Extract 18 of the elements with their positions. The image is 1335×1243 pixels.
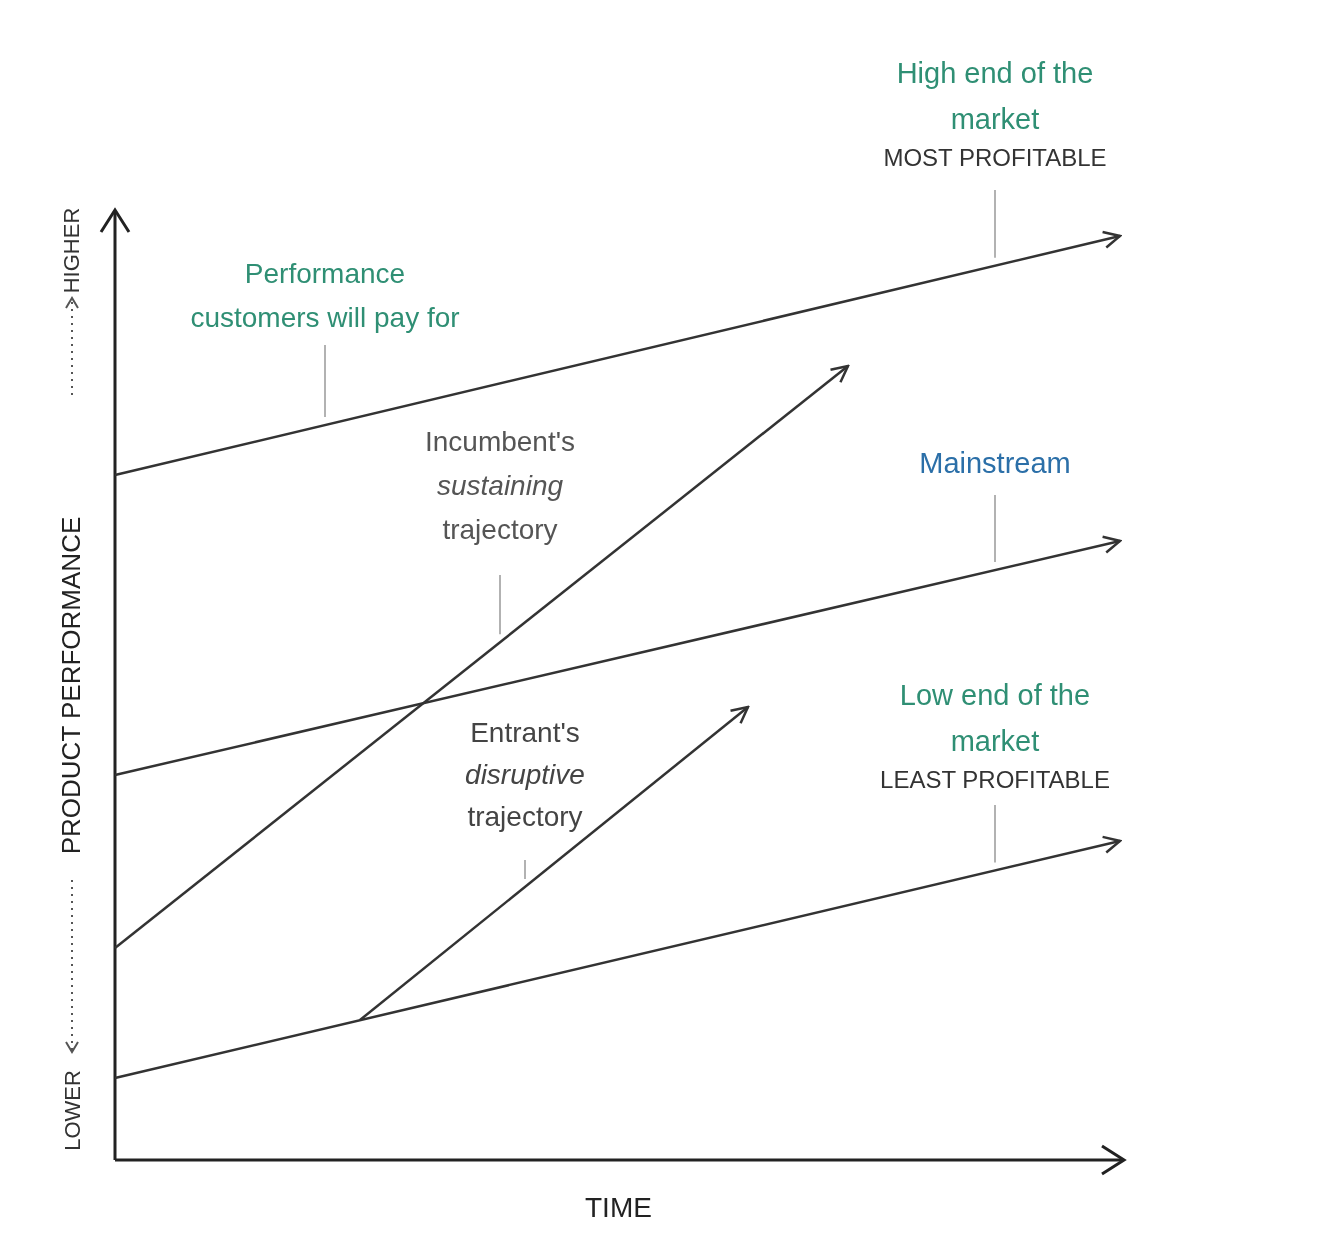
callout-label: Low end of the market [898,678,1092,759]
callout-label: Incumbent's sustaining trajectory [423,425,577,547]
axis-end-label: LOWER [58,1069,86,1151]
leader-line [499,574,501,636]
leader-line [994,804,996,864]
callout-label: Entrant's disruptive trajectory [464,716,586,834]
leader-line [994,494,996,563]
axis-label: TIME [585,1191,652,1225]
axis-end-label: HIGHER [58,207,86,293]
callout-note: MOST PROFITABLE [883,143,1107,173]
callout-note: LEAST PROFITABLE [880,765,1110,795]
callout-label: High end of the market [895,56,1095,137]
callout-label: Mainstream [919,446,1071,481]
leader-line [994,189,996,259]
leader-line [324,344,326,418]
axis-label: PRODUCT PERFORMANCE [55,516,88,854]
callout-label: Performance customers will pay for [190,257,460,335]
leader-line [524,859,526,880]
